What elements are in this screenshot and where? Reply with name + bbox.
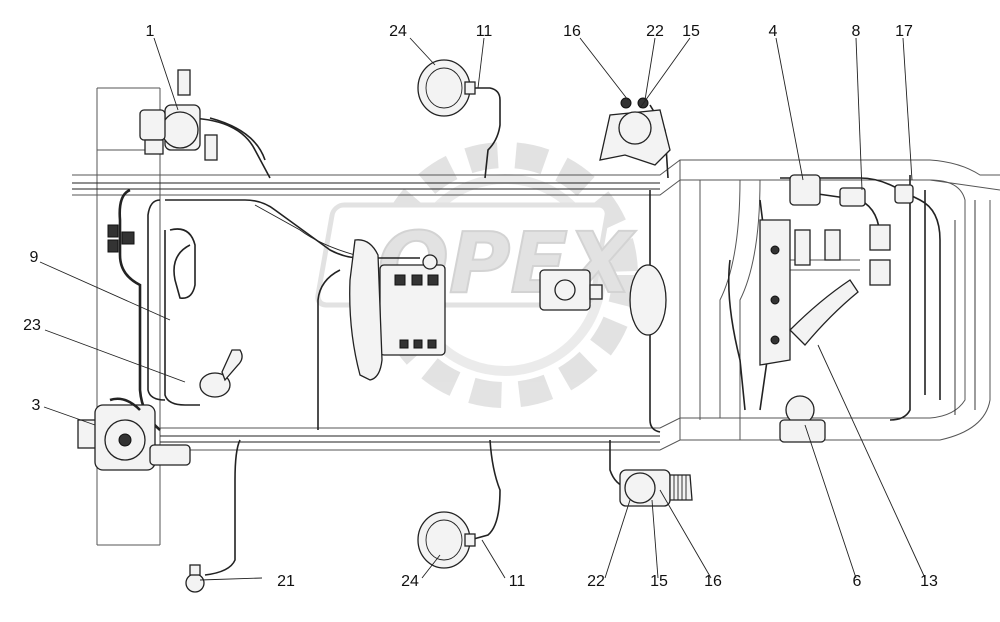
cab-outline [96, 87, 161, 546]
callout-13: 13 [920, 573, 938, 590]
component-compressor-3 [77, 397, 191, 471]
component-left-valves [107, 69, 218, 253]
callout-9: 9 [30, 249, 39, 266]
callout-4: 4 [769, 23, 778, 40]
callout-11: 11 [509, 573, 526, 590]
component-valve-6 [779, 395, 826, 443]
component-pedal-linkage [349, 239, 383, 381]
leader-lines [39, 37, 926, 581]
component-brake-chamber-24-upper [417, 59, 476, 117]
component-drain-valve-21 [185, 564, 205, 593]
callout-21: 21 [277, 573, 295, 590]
component-spring-brake-lower [619, 469, 693, 507]
callout-1: 1 [146, 23, 155, 40]
callout-23: 23 [23, 317, 41, 334]
component-valves-right [759, 174, 914, 366]
callout-16: 16 [704, 573, 722, 590]
frame-rails [72, 159, 1000, 451]
callout-8: 8 [852, 23, 861, 40]
component-crane-valve-23 [199, 349, 243, 398]
component-spring-brake-upper [599, 97, 671, 166]
callout-3: 3 [32, 397, 41, 414]
callout-labels: 1 24 11 16 22 15 4 8 17 9 23 3 21 24 11 … [23, 23, 938, 590]
component-modulator-valve [539, 269, 603, 311]
component-central-valve-block [379, 254, 446, 356]
callout-22: 22 [587, 573, 605, 590]
callout-15: 15 [650, 573, 668, 590]
callout-16: 16 [563, 23, 581, 40]
callout-17: 17 [895, 23, 913, 40]
component-brake-chamber-24-lower [417, 511, 476, 569]
callout-24: 24 [389, 23, 407, 40]
callout-6: 6 [853, 573, 862, 590]
component-tank-right [629, 264, 667, 336]
callout-22: 22 [646, 23, 664, 40]
callout-24: 24 [401, 573, 419, 590]
component-hose-13 [789, 279, 859, 346]
callout-11: 11 [476, 23, 493, 40]
callout-15: 15 [682, 23, 700, 40]
